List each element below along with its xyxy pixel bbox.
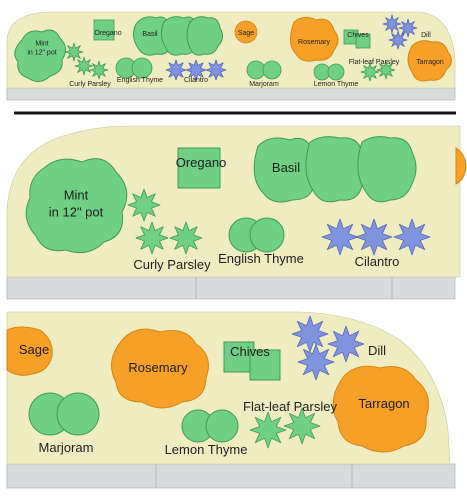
overview-sage-plant [234, 20, 258, 44]
detail-right-plan: Sage Rosemary Chives Dill Tarragon Marjo… [6, 311, 456, 489]
overview-chives-plant [355, 33, 371, 49]
overview-cilantro-plant [205, 59, 227, 81]
overview-rosemary-label: Rosemary [298, 39, 330, 46]
overview-cilantro-plant [185, 59, 207, 81]
detail-left-english-thyme-label: English Thyme [218, 251, 304, 266]
detail-left-cilantro-plant [393, 218, 431, 256]
overview-flat-leaf-parsley-plant [376, 60, 396, 80]
detail-left-oregano-label: Oregano [176, 155, 227, 170]
overview-english-thyme-label: English Thyme [117, 77, 163, 84]
detail-left-basil-plant [357, 136, 417, 203]
detail-left-cilantro-plant [321, 218, 359, 256]
detail-right-rosemary-label: Rosemary [128, 360, 188, 375]
detail-right-chives-plant [249, 349, 281, 381]
overview-curly-parsley-plant [74, 56, 94, 76]
overview-lemon-thyme-plant [327, 63, 345, 81]
overview-curly-parsley-label: Curly Parsley [69, 81, 111, 88]
detail-right-lemon-thyme-plant [205, 409, 239, 443]
overview-oregano-label: Oregano [94, 30, 121, 37]
detail-right-lemon-thyme-label: Lemon Thyme [165, 442, 248, 457]
overview-sage-label: Sage [238, 30, 254, 37]
overview-curly-parsley-plant [64, 42, 84, 62]
detail-right-flat-leaf-parsley-label: Flat-leaf Parsley [243, 399, 337, 414]
detail-left-mint-plant [25, 158, 128, 254]
overview-dill-plant [388, 30, 408, 50]
overview-marjoram-plant [262, 60, 282, 80]
overview-dill-plant [382, 14, 402, 34]
detail-right-flat-leaf-parsley-plant [283, 407, 321, 445]
detail-right-tarragon-plant [332, 365, 429, 453]
detail-left-curly-parsley-plant [135, 221, 169, 255]
detail-left-oregano-plant [177, 147, 221, 189]
detail-left-curly-parsley-plant [169, 221, 203, 255]
detail-left-edge-plant [455, 147, 467, 185]
detail-right-chives-plant [223, 341, 255, 373]
overview-basil-label: Basil [142, 31, 158, 38]
overview-edging [6, 87, 456, 101]
detail-right-marjoram-label: Marjoram [39, 440, 94, 455]
overview-chives-label: Chives [347, 32, 369, 39]
detail-left-cilantro-label: Cilantro [355, 254, 400, 269]
overview-marjoram-plant [246, 60, 266, 80]
overview-english-thyme-plant [131, 57, 153, 79]
overview-flat-leaf-parsley-label: Flat-leaf Parsley [349, 59, 400, 66]
overview-cilantro-plant [165, 59, 187, 81]
detail-right-marjoram-plant [56, 392, 100, 436]
detail-right-dill-plant [297, 343, 335, 381]
detail-right-dill-plant [327, 325, 365, 363]
detail-right-dill-plant [291, 315, 329, 353]
detail-right-tarragon-label: Tarragon [358, 396, 409, 411]
overview-curly-parsley-plant [89, 60, 109, 80]
detail-right-sage-plant [6, 326, 53, 376]
overview-tarragon-plant [407, 40, 452, 82]
detail-left-cilantro-plant [355, 218, 393, 256]
detail-left-curly-parsley-label: Curly Parsley [133, 257, 211, 272]
overview-cilantro-label: Cilantro [184, 77, 208, 84]
detail-right-dill-label: Dill [368, 343, 386, 358]
overview-dill-label: Dill [421, 32, 431, 39]
overview-basil-plant [186, 16, 224, 56]
overview-marjoram-label: Marjoram [249, 81, 279, 88]
detail-right-flat-leaf-parsley-plant [249, 411, 287, 449]
overview-flat-leaf-parsley-plant [360, 62, 380, 82]
detail-left-edging [6, 276, 456, 300]
detail-left-english-thyme-plant [249, 217, 285, 253]
detail-right-rosemary-plant [111, 328, 209, 409]
overview-tarragon-label: Tarragon [416, 59, 444, 66]
overview-dill-plant [398, 18, 418, 38]
overview-rosemary-plant [290, 16, 339, 62]
overview-lemon-thyme-label: Lemon Thyme [314, 81, 359, 88]
detail-right-chives-label: Chives [230, 344, 270, 359]
detail-left-basil-label: Basil [272, 160, 300, 175]
overview-mint-plant [14, 29, 66, 82]
detail-right-sage-label: Sage [19, 342, 49, 357]
detail-right-edging [6, 463, 456, 489]
detail-left-curly-parsley-plant [127, 188, 161, 222]
overview-oregano-plant [93, 19, 115, 41]
